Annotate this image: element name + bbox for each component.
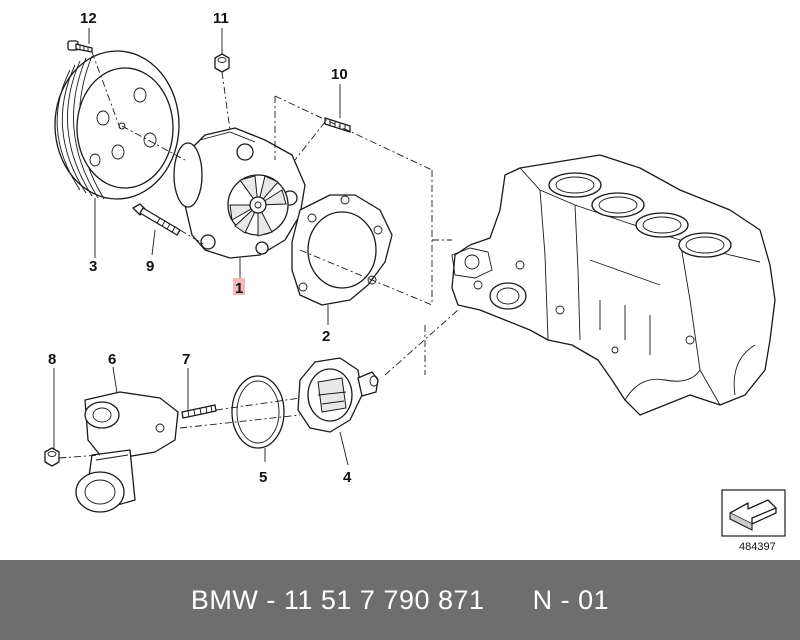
stud-7	[181, 404, 217, 419]
callout-3: 3	[89, 258, 97, 275]
bolt-9	[132, 203, 181, 236]
callout-4: 4	[343, 469, 352, 486]
thermostat	[297, 357, 379, 433]
callout-9: 9	[146, 258, 154, 275]
part-1-highlight	[233, 278, 245, 295]
callout-11: 11	[213, 10, 229, 27]
callout-8: 8	[48, 351, 56, 368]
nut-8	[44, 447, 60, 467]
leader-lines	[53, 28, 349, 466]
nut-11	[214, 53, 230, 73]
part-number-text: BMW - 11 51 7 790 871	[190, 584, 485, 615]
callout-10: 10	[331, 66, 348, 83]
thermostat-housing	[75, 391, 179, 513]
callout-5: 5	[259, 469, 267, 486]
belt-pulley	[54, 50, 180, 200]
parts-diagram: 12 11 10 3 9 1 2 8 6 7 5 4 484397	[44, 10, 786, 553]
water-pump	[173, 127, 306, 295]
callout-7: 7	[182, 351, 190, 368]
callout-1: 1	[235, 280, 243, 297]
callout-2: 2	[322, 328, 330, 345]
engine-block	[451, 154, 776, 416]
part-number-footer: BMW - 11 51 7 790 871 N - 01	[0, 560, 800, 640]
bolt-12	[67, 40, 93, 53]
o-ring	[231, 375, 285, 449]
footer-gap	[485, 585, 533, 616]
reference-symbol: 484397	[721, 489, 786, 553]
callout-6: 6	[108, 351, 116, 368]
image-reference-number: 484397	[739, 541, 776, 553]
pump-gasket	[291, 194, 393, 306]
callout-labels: 12 11 10 3 9 1 2 8 6 7 5 4	[48, 10, 352, 486]
assembly-lines	[58, 51, 459, 459]
callout-12: 12	[80, 10, 97, 27]
variant-code-text: N - 01	[532, 584, 610, 615]
